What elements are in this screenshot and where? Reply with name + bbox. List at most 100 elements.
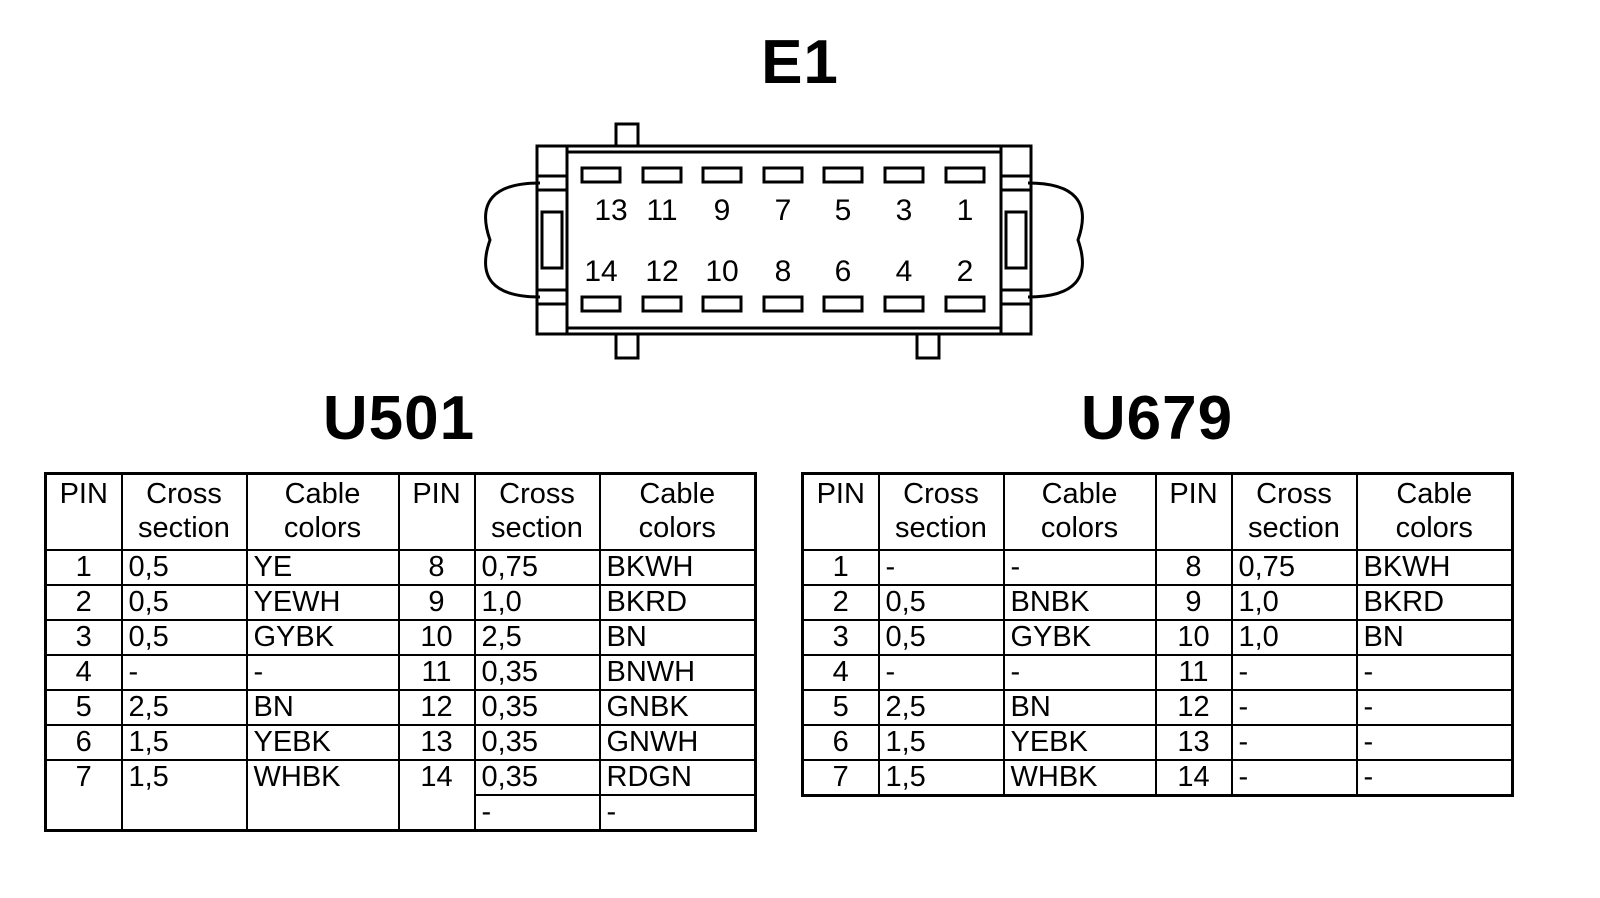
side-clip-right xyxy=(1027,181,1084,299)
pin-slot xyxy=(944,166,986,184)
side-clip-left xyxy=(484,181,541,299)
connector-title: E1 xyxy=(761,28,839,97)
cross-section-value: - xyxy=(1230,759,1358,797)
cable-color-value: - xyxy=(1002,654,1157,691)
pin-slot xyxy=(822,166,864,184)
pin-number: 9 xyxy=(1154,584,1233,621)
pin-number-label: 5 xyxy=(835,194,852,227)
cable-color-value: BNWH xyxy=(598,654,757,691)
cable-color-value: - xyxy=(1355,654,1514,691)
table-row: 4--11-- xyxy=(801,654,1514,691)
pin-number-label: 11 xyxy=(646,194,677,227)
cable-color-value: YEWH xyxy=(245,584,400,621)
pin-number: 2 xyxy=(801,584,880,621)
cross-section-value: - xyxy=(1230,654,1358,691)
pin-slot xyxy=(883,295,925,313)
pin-number: 5 xyxy=(801,689,880,726)
cable-color-value: BKRD xyxy=(598,584,757,621)
cross-section-value: 2,5 xyxy=(473,619,601,656)
pin-number: 1 xyxy=(801,549,880,586)
cross-section-value: - xyxy=(1230,724,1358,761)
pin-number: 6 xyxy=(801,724,880,761)
cross-section-value: 0,75 xyxy=(473,549,601,586)
cross-section-value: 1,0 xyxy=(1230,619,1358,656)
connector-inner-body xyxy=(565,150,1003,330)
cable-color-value: YE xyxy=(245,549,400,586)
cross-section-value: 0,5 xyxy=(877,584,1005,621)
pin-number: 9 xyxy=(397,584,476,621)
cross-section-value: 1,5 xyxy=(877,724,1005,761)
cable-color-value: - xyxy=(1355,724,1514,761)
cable-color-value: BN xyxy=(1002,689,1157,726)
cable-color-value: BKWH xyxy=(1355,549,1514,586)
cable-color-value: - xyxy=(1355,689,1514,726)
pin-slot xyxy=(580,295,622,313)
cross-section-value: - xyxy=(877,654,1005,691)
cross-section-value: 1,5 xyxy=(877,759,1005,797)
pin-slot xyxy=(944,295,986,313)
header-pin: PIN xyxy=(397,472,476,551)
top-latch-tab xyxy=(614,122,640,148)
pin-number: 4 xyxy=(801,654,880,691)
cross-section-value: - xyxy=(1230,689,1358,726)
pin-number: 8 xyxy=(397,549,476,586)
cable-color-value: BKWH xyxy=(598,549,757,586)
cross-section-value: 0,35 xyxy=(473,689,601,726)
pin-number: 14 xyxy=(397,759,476,832)
pin-number-label: 13 xyxy=(594,194,627,227)
cable-color-value: GNBK xyxy=(598,689,757,726)
pin-slot xyxy=(580,166,622,184)
pin-slot xyxy=(883,166,925,184)
cable-color-value: BN xyxy=(1355,619,1514,656)
pin-number: 11 xyxy=(397,654,476,691)
pin-number: 5 xyxy=(44,689,123,726)
cross-section-value: - xyxy=(877,549,1005,586)
cross-section-value: 0,35 xyxy=(473,759,601,796)
cable-color-value: - xyxy=(598,794,757,832)
pin-slot xyxy=(641,295,683,313)
cable-color-value: GYBK xyxy=(1002,619,1157,656)
pin-slot xyxy=(701,295,743,313)
pin-number: 2 xyxy=(44,584,123,621)
pin-number-label: 10 xyxy=(705,255,738,288)
bottom-latch-tab-right xyxy=(915,332,941,360)
cross-section-value: 0,75 xyxy=(1230,549,1358,586)
header-pin: PIN xyxy=(44,472,123,551)
pin-number-label: 12 xyxy=(645,255,678,288)
corner-block xyxy=(999,144,1033,178)
pin-number: 10 xyxy=(1154,619,1233,656)
cross-section-value: 0,5 xyxy=(120,619,248,656)
corner-block xyxy=(999,302,1033,336)
cable-color-value: BN xyxy=(245,689,400,726)
table-row-extra: -- xyxy=(46,794,757,832)
cable-color-value: GYBK xyxy=(245,619,400,656)
corner-block xyxy=(535,144,569,178)
pin-number-label: 2 xyxy=(957,255,974,288)
cross-section-value: 1,5 xyxy=(120,759,248,832)
cable-color-value: - xyxy=(1002,549,1157,586)
pin-slot xyxy=(762,166,804,184)
u679-title: U679 xyxy=(1080,384,1234,453)
pin-number-label: 6 xyxy=(835,255,852,288)
pin-number: 3 xyxy=(801,619,880,656)
pin-number: 3 xyxy=(44,619,123,656)
pin-number: 13 xyxy=(397,724,476,761)
pin-number: 1 xyxy=(44,549,123,586)
